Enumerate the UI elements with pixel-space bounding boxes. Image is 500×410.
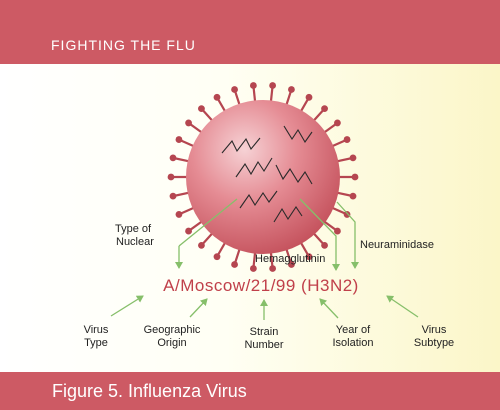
virus-spike-tip — [231, 261, 238, 268]
virus-spike-tip — [213, 253, 221, 261]
virus-spike-tip — [351, 173, 359, 181]
geographic-origin-label-line2: Origin — [157, 337, 186, 349]
virus-spike-tip — [269, 265, 277, 272]
hemagglutinin-leader — [299, 198, 337, 264]
virus-spike-tip — [169, 154, 177, 162]
year-of-isolation-arrow — [319, 298, 339, 319]
virus-body — [186, 100, 340, 254]
connector-arrows — [110, 198, 419, 320]
header-band: FIGHTING THE FLU — [0, 0, 500, 64]
virus-spike-tip — [249, 265, 257, 272]
virus-spike-tip — [321, 105, 328, 113]
virus-spike-tip — [169, 192, 177, 200]
virus-spike-tip — [349, 154, 357, 162]
rna-strand — [239, 190, 278, 209]
virus-spike-tip — [185, 119, 192, 127]
rna-strand — [275, 164, 313, 185]
strain-number-label-line1: Strain — [250, 326, 279, 338]
virus-spike-tip — [198, 241, 205, 249]
year-of-isolation-label-line1: Year of — [336, 324, 371, 336]
type-of-nuclear-label-line2: Nuclear — [116, 236, 154, 248]
virus-spike-tip — [349, 192, 357, 200]
rna-strands — [221, 125, 313, 223]
footer-band: Figure 5. Influenza Virus — [0, 372, 500, 410]
virus-spike-tip — [334, 227, 341, 235]
virus-spike-tip — [167, 173, 175, 181]
strain-number-label-line2: Number — [244, 339, 283, 351]
virus-spike-tip — [231, 86, 238, 93]
virus-spike-tip — [175, 211, 183, 218]
header-title: FIGHTING THE FLU — [51, 37, 196, 53]
geographic-origin-label-line1: Geographic — [144, 324, 201, 336]
type-of-nuclear-leader — [178, 198, 238, 247]
virus-spike-tip — [305, 253, 313, 261]
figure-caption: Figure 5. Influenza Virus — [52, 381, 247, 401]
virus-spike-tip — [343, 136, 351, 143]
virus-spike-tip — [343, 211, 351, 218]
geographic-origin-arrow — [189, 298, 208, 318]
strain-formula: A/Moscow/21/99 (H3N2) — [163, 276, 359, 295]
type-of-nuclear-label-line1: Type of — [115, 223, 152, 235]
rna-strand — [283, 125, 313, 144]
virus-spike-tip — [288, 261, 295, 268]
hemagglutinin-label: Hemagglutinin — [255, 253, 325, 265]
neuraminidase-label: Neuraminidase — [360, 239, 434, 251]
rna-strand — [221, 137, 261, 154]
virus-spike-tip — [213, 93, 221, 101]
virus-subtype-arrow — [386, 295, 419, 318]
virus-spike-tip — [249, 82, 257, 89]
virus-type-label-line2: Type — [84, 337, 108, 349]
virus-spike-tip — [334, 119, 341, 127]
virus-spike-tip — [185, 227, 192, 235]
virus-spike-tip — [175, 136, 183, 143]
virus-spike-tip — [305, 93, 313, 101]
neuraminidase-arrow — [336, 201, 359, 269]
virus-spike-tip — [269, 82, 277, 89]
rna-strand — [235, 157, 273, 178]
virus-type-label-line1: Virus — [84, 324, 109, 336]
virus-subtype-label-line2: Subtype — [414, 337, 454, 349]
virus-spike-tip — [321, 241, 328, 249]
virus-type-arrow — [110, 295, 144, 317]
virus-spike-tip — [198, 105, 205, 113]
virus-spike-tip — [288, 86, 295, 93]
rna-strand — [273, 206, 303, 223]
virus-subtype-label-line1: Virus — [422, 324, 447, 336]
virus-spikes — [167, 82, 359, 272]
year-of-isolation-label-line2: Isolation — [333, 337, 374, 349]
